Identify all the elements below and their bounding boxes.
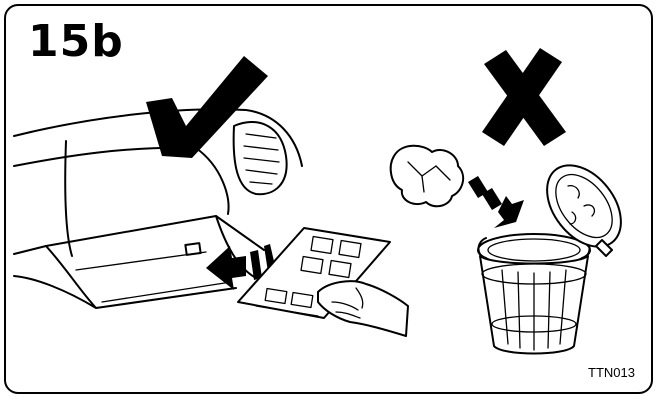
discard-illustration: [391, 48, 636, 354]
air-vent: [234, 122, 287, 194]
figure-frame: 15b TTN013: [4, 4, 653, 394]
hand: [318, 281, 408, 336]
motion-arrow-icon: [468, 176, 524, 228]
cross-mark-icon: [482, 48, 566, 146]
trash-bin: [478, 234, 590, 354]
dashboard-illustration: [14, 56, 408, 336]
crumpled-paper: [391, 146, 463, 207]
figure-code: TTN013: [588, 365, 635, 380]
step-label: 15b: [28, 20, 124, 64]
